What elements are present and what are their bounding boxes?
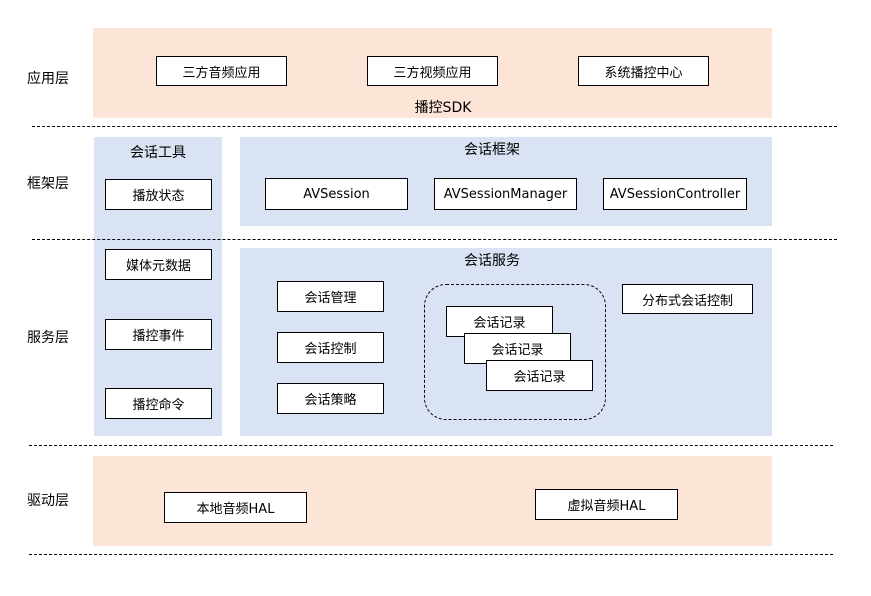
- layer-divider: [32, 239, 837, 240]
- layer-label-service: 服务层: [27, 330, 69, 346]
- layer-label-app: 应用层: [27, 71, 69, 87]
- service-box-session-management: 会话管理: [277, 281, 384, 312]
- session-record-group: [424, 284, 606, 420]
- session-framework-title: 会话框架: [464, 142, 520, 158]
- service-box-distributed-control: 分布式会话控制: [622, 284, 753, 314]
- service-box-session-control: 会话控制: [277, 332, 384, 363]
- layer-divider: [29, 445, 833, 446]
- driver-box-local-audio-hal: 本地音频HAL: [164, 492, 307, 523]
- tool-box-control-command: 播控命令: [105, 388, 212, 419]
- app-box-third-party-video: 三方视频应用: [367, 56, 498, 86]
- framework-box-avsession: AVSession: [265, 178, 408, 210]
- layer-label-driver: 驱动层: [27, 493, 69, 509]
- tool-box-control-event: 播控事件: [105, 319, 212, 350]
- framework-box-avsession-controller: AVSessionController: [603, 178, 747, 210]
- driver-box-virtual-audio-hal: 虚拟音频HAL: [535, 489, 678, 520]
- session-service-title: 会话服务: [464, 253, 520, 269]
- service-box-session-policy: 会话策略: [277, 383, 384, 414]
- session-tools-title: 会话工具: [130, 145, 186, 161]
- layer-divider: [29, 554, 833, 555]
- framework-box-avsession-manager: AVSessionManager: [434, 178, 577, 210]
- service-box-session-record: 会话记录: [446, 306, 553, 337]
- sdk-label: 播控SDK: [414, 100, 472, 116]
- layer-label-framework: 框架层: [27, 176, 69, 192]
- app-box-third-party-audio: 三方音频应用: [156, 56, 287, 86]
- tool-box-media-metadata: 媒体元数据: [105, 249, 212, 280]
- layer-divider: [32, 126, 837, 127]
- tool-box-playback-state: 播放状态: [105, 179, 212, 210]
- service-box-session-record: 会话记录: [486, 360, 593, 391]
- app-box-system-control-center: 系统播控中心: [578, 56, 709, 86]
